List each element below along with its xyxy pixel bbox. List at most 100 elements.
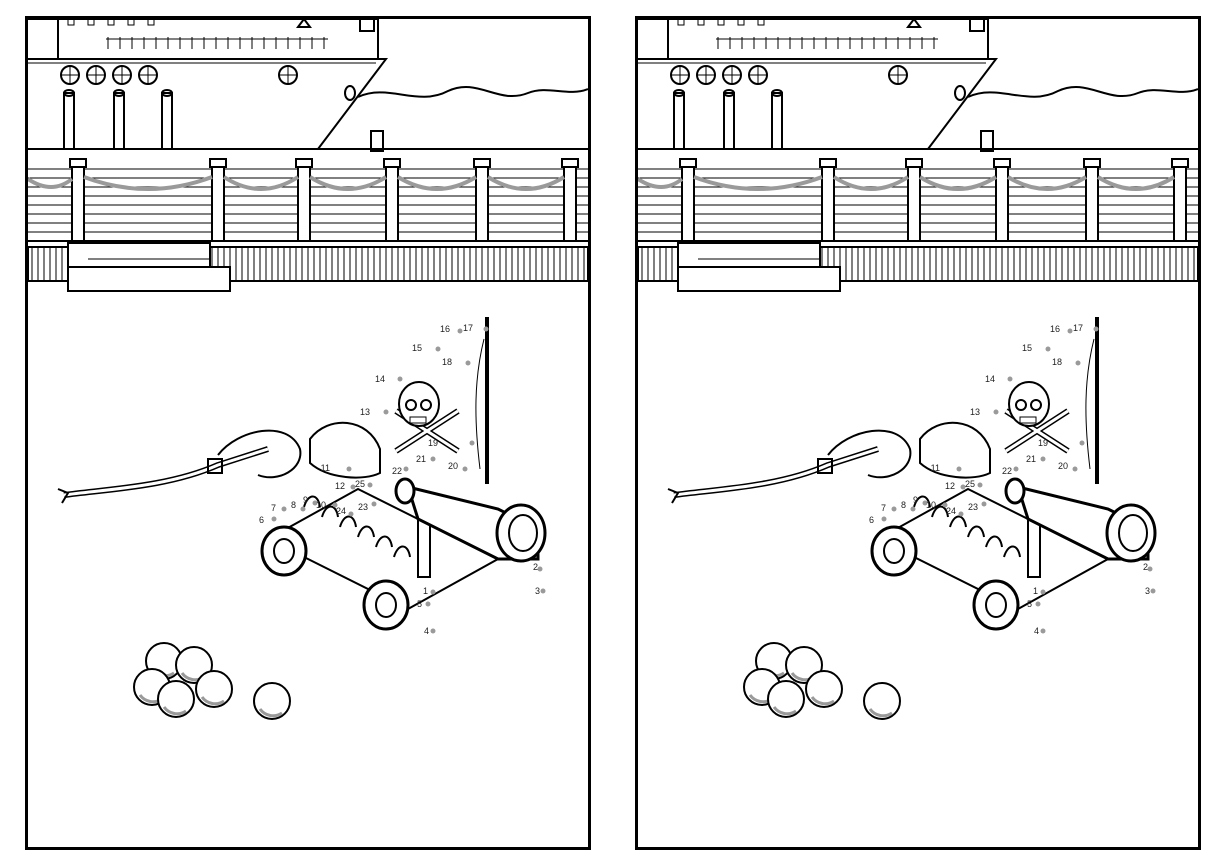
scene-group	[638, 19, 1198, 720]
rope-knot	[817, 458, 833, 474]
dot-marker	[1040, 589, 1046, 595]
dot-marker	[430, 456, 436, 462]
dock-post	[1173, 162, 1187, 242]
dot-label-11: 11	[321, 463, 330, 473]
dock-post-cap	[679, 158, 697, 168]
dock-post	[995, 162, 1009, 242]
dock-rope	[486, 175, 566, 191]
dot-marker	[958, 511, 964, 517]
wheel-hub	[883, 538, 905, 564]
dock	[28, 148, 588, 292]
dock-post-cap	[905, 158, 923, 168]
dot-label-17: 17	[1073, 323, 1083, 333]
hook-icon	[217, 429, 302, 479]
dot-label-6: 6	[869, 515, 874, 525]
dock-post	[563, 162, 577, 242]
rope-inner	[63, 447, 269, 497]
dot-label-6: 6	[259, 515, 264, 525]
sail-shape	[309, 421, 381, 479]
dot-label-8: 8	[901, 500, 906, 510]
cannonball	[253, 682, 291, 720]
cannon	[870, 477, 1157, 631]
ship-bell-icon	[906, 19, 922, 28]
dot-label-9: 9	[913, 495, 918, 505]
dot-marker	[271, 516, 277, 522]
dot-label-22: 22	[392, 466, 402, 476]
dot-label-16: 16	[1050, 324, 1060, 334]
scene-group	[28, 19, 588, 720]
crossbone-inner	[395, 409, 459, 453]
dot-marker	[1150, 588, 1156, 594]
dot-marker	[383, 409, 389, 415]
cannon-breech	[394, 477, 416, 505]
stair-bottom	[67, 266, 231, 292]
skull-icon	[1008, 381, 1050, 427]
dot-marker	[300, 506, 306, 512]
dock-post	[211, 162, 225, 242]
dot-label-7: 7	[881, 503, 886, 513]
bollard-top	[723, 89, 735, 97]
small-bollard	[980, 130, 994, 152]
dot-label-12: 12	[945, 481, 955, 491]
dot-marker	[425, 601, 431, 607]
skull-eye	[420, 399, 432, 411]
dock-rope	[1006, 175, 1088, 191]
ship-bell-icon	[296, 19, 312, 28]
rope-knot	[207, 458, 223, 474]
dot-marker	[312, 500, 318, 506]
skull-eye	[405, 399, 417, 411]
dock-rope	[693, 175, 823, 191]
ship	[638, 19, 1198, 152]
dot-marker	[403, 466, 409, 472]
dot-label-16: 16	[440, 324, 450, 334]
dot-marker	[1147, 566, 1153, 572]
dot-marker	[1045, 346, 1051, 352]
sea-wave	[357, 85, 588, 98]
dot-marker	[1072, 466, 1078, 472]
dot-marker	[281, 506, 287, 512]
dot-label-14: 14	[375, 374, 385, 384]
dock-rope	[83, 175, 213, 191]
cannonball-shade	[162, 706, 187, 716]
dot-marker	[1067, 328, 1073, 334]
dot-marker	[483, 326, 489, 332]
skull-eye	[1030, 399, 1042, 411]
hook-rope	[57, 421, 381, 504]
hook-rope	[667, 421, 991, 504]
dot-marker	[956, 466, 962, 472]
dot-label-24: 24	[946, 506, 956, 516]
dot-marker	[942, 502, 948, 508]
dot-label-15: 15	[1022, 343, 1032, 353]
dot-marker	[1093, 326, 1099, 332]
dot-marker	[371, 501, 377, 507]
cannonball	[195, 670, 233, 708]
skull-and-crossbones	[1004, 381, 1070, 454]
cannonball	[157, 680, 195, 718]
skull-and-crossbones	[394, 381, 460, 454]
carriage-tooth	[303, 495, 321, 508]
dot-label-12: 12	[335, 481, 345, 491]
ship-flag	[359, 19, 375, 32]
cannonball-shade	[200, 696, 225, 706]
stair-bottom	[677, 266, 841, 292]
dock-rope	[832, 175, 910, 191]
dot-label-10: 10	[926, 500, 936, 510]
dock-post-cap	[993, 158, 1011, 168]
dock-post	[821, 162, 835, 242]
dock	[638, 148, 1198, 292]
stair-top	[677, 242, 821, 268]
cannonball-pile	[743, 642, 901, 720]
dot-marker	[462, 466, 468, 472]
ship-window	[127, 19, 135, 26]
skull-eye	[1015, 399, 1027, 411]
cannonball-shade	[258, 708, 283, 718]
dot-label-19: 19	[428, 438, 438, 448]
dot-label-23: 23	[968, 502, 978, 512]
ship-window	[147, 19, 155, 26]
carriage-tooth	[967, 525, 985, 538]
wheel-hub	[985, 592, 1007, 618]
ship-window	[737, 19, 745, 26]
